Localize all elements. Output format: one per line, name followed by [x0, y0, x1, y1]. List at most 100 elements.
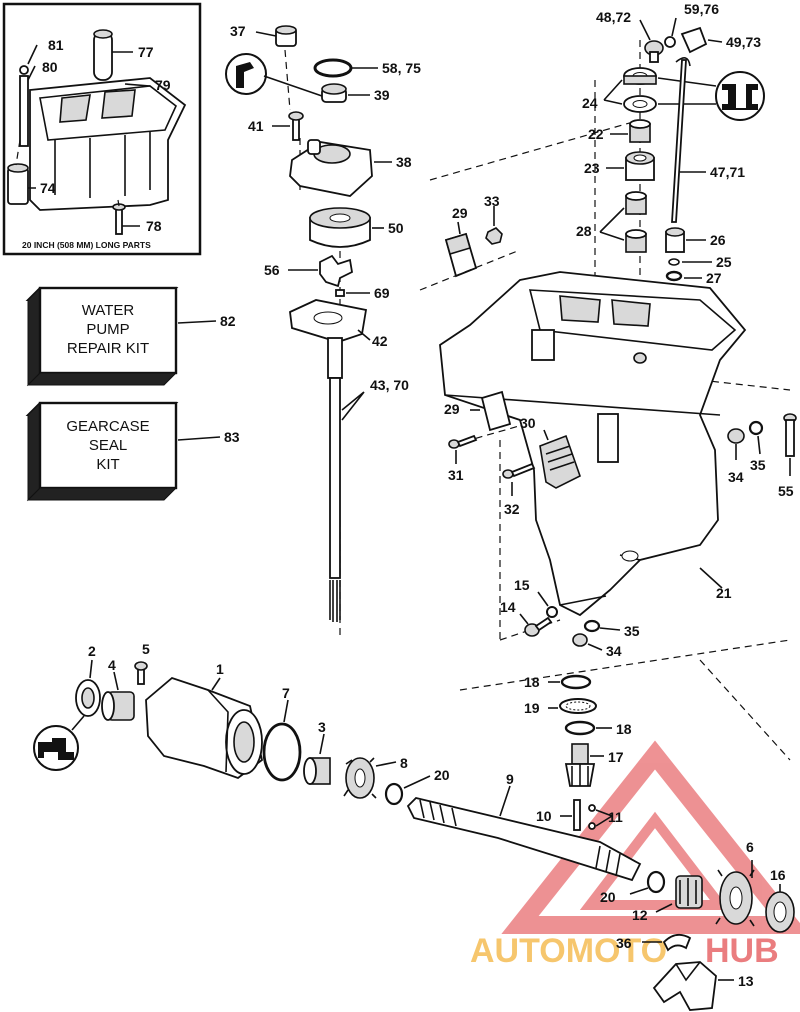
callout-38: 38 — [396, 154, 412, 170]
callout-11: 11 — [608, 809, 623, 825]
part-7-oring — [262, 722, 302, 782]
part-42-plate — [289, 299, 368, 343]
part-5-screw — [134, 661, 148, 685]
callout-58: 58, 75 — [382, 60, 421, 76]
callout-80: 80 — [42, 59, 58, 75]
rod-80 — [19, 75, 29, 147]
callout-28: 28 — [576, 223, 592, 239]
callout-10: 10 — [536, 808, 552, 824]
part-18-washer-upper — [560, 674, 592, 690]
part-34-plug-lower — [572, 633, 588, 647]
part-20-washer-left — [384, 782, 404, 806]
kit-82-line-2: PUMP — [86, 321, 129, 338]
part-58-oring — [313, 58, 353, 78]
callout-78: 78 — [146, 218, 162, 234]
part-32-screw — [502, 462, 536, 479]
part-55-screw — [783, 413, 797, 457]
callout-49: 49,73 — [726, 34, 761, 50]
part-17-pinion-gear — [564, 743, 596, 787]
watermark-right-text: HUB — [705, 932, 779, 970]
callout-36: 36 — [616, 935, 632, 951]
callout-13: 13 — [738, 973, 754, 989]
callout-31: 31 — [448, 467, 464, 483]
part-30-anode — [539, 434, 581, 489]
callout-59: 59,76 — [684, 1, 719, 17]
part-10-pin — [573, 799, 581, 831]
callout-37: 37 — [230, 23, 246, 39]
tube-part-77 — [93, 29, 113, 81]
part-56-impeller — [319, 254, 353, 288]
part-19-thrust-bearing — [559, 698, 597, 714]
callout-9: 9 — [506, 771, 514, 787]
callout-33: 33 — [484, 193, 500, 209]
washer-81 — [19, 65, 29, 75]
callout-43: 43, 70 — [370, 377, 409, 393]
callout-4: 4 — [108, 657, 116, 673]
callout-7: 7 — [282, 685, 290, 701]
part-24-seals — [623, 67, 657, 113]
part-69-key — [335, 289, 345, 297]
callout-74: 74 — [40, 180, 56, 196]
callout-3: 3 — [318, 719, 326, 735]
part-48-screw — [644, 40, 664, 63]
callout-26: 26 — [710, 232, 726, 248]
callout-83: 83 — [224, 429, 240, 445]
callout-34a: 34 — [728, 469, 744, 485]
callout-69: 69 — [374, 285, 390, 301]
callout-55: 55 — [778, 483, 794, 499]
part-6-forward-gear — [715, 869, 755, 927]
part-59-washer — [664, 36, 676, 48]
long-parts-inset: 81 80 77 79 74 78 20 INCH (508 MM) LONG … — [2, 2, 202, 256]
callout-2: 2 — [88, 643, 96, 659]
part-39-grommet — [321, 83, 347, 103]
callout-6: 6 — [746, 839, 754, 855]
callout-18a: 18 — [524, 674, 540, 690]
part-16-bearing — [765, 891, 795, 933]
callout-34b: 34 — [606, 643, 622, 659]
exhaust-housing-part — [29, 77, 187, 211]
part-29-pad-upper — [444, 232, 478, 278]
callout-82: 82 — [220, 313, 236, 329]
part-31-screw — [448, 434, 478, 449]
inset-caption: 20 INCH (508 MM) LONG PARTS — [22, 240, 151, 250]
callout-77: 77 — [138, 44, 154, 60]
callout-23: 23 — [584, 160, 600, 176]
callout-42: 42 — [372, 333, 388, 349]
callout-30: 30 — [520, 415, 536, 431]
kit-83-line-2: SEAL — [89, 437, 127, 454]
callout-35a: 35 — [750, 457, 766, 473]
callout-25: 25 — [716, 254, 732, 270]
part-36-cradle — [662, 933, 692, 952]
kit-82-line-1: WATER — [82, 302, 135, 319]
sleeve-part-74 — [7, 163, 29, 205]
callout-5: 5 — [142, 641, 150, 657]
part-4-bearing — [101, 691, 135, 721]
callout-35b: 35 — [624, 623, 640, 639]
part-26-bushing — [665, 227, 685, 253]
callout-8: 8 — [400, 755, 408, 771]
part-35-washer-upper — [748, 420, 764, 436]
callout-39: 39 — [374, 87, 390, 103]
callout-29a: 29 — [452, 205, 468, 221]
callout-79: 79 — [155, 77, 171, 93]
callout-19: 19 — [524, 700, 540, 716]
part-35-washer-lower — [583, 619, 601, 633]
part-38-pump-housing — [289, 139, 373, 197]
callout-1: 1 — [216, 661, 224, 677]
part-15-ring — [546, 606, 558, 618]
part-18-washer-lower — [564, 720, 596, 736]
callout-20b: 20 — [600, 889, 616, 905]
part-29-pad-lower — [480, 390, 512, 432]
callout-27: 27 — [706, 270, 722, 286]
callout-17: 17 — [608, 749, 624, 765]
callout-81: 81 — [48, 37, 64, 53]
callout-50: 50 — [388, 220, 404, 236]
callout-21: 21 — [716, 585, 732, 601]
kit-83-line-3: KIT — [96, 456, 119, 473]
callout-32: 32 — [504, 501, 520, 517]
part-25-ring — [668, 258, 680, 266]
callout-12: 12 — [632, 907, 648, 923]
seal-direction-icon — [225, 53, 267, 95]
